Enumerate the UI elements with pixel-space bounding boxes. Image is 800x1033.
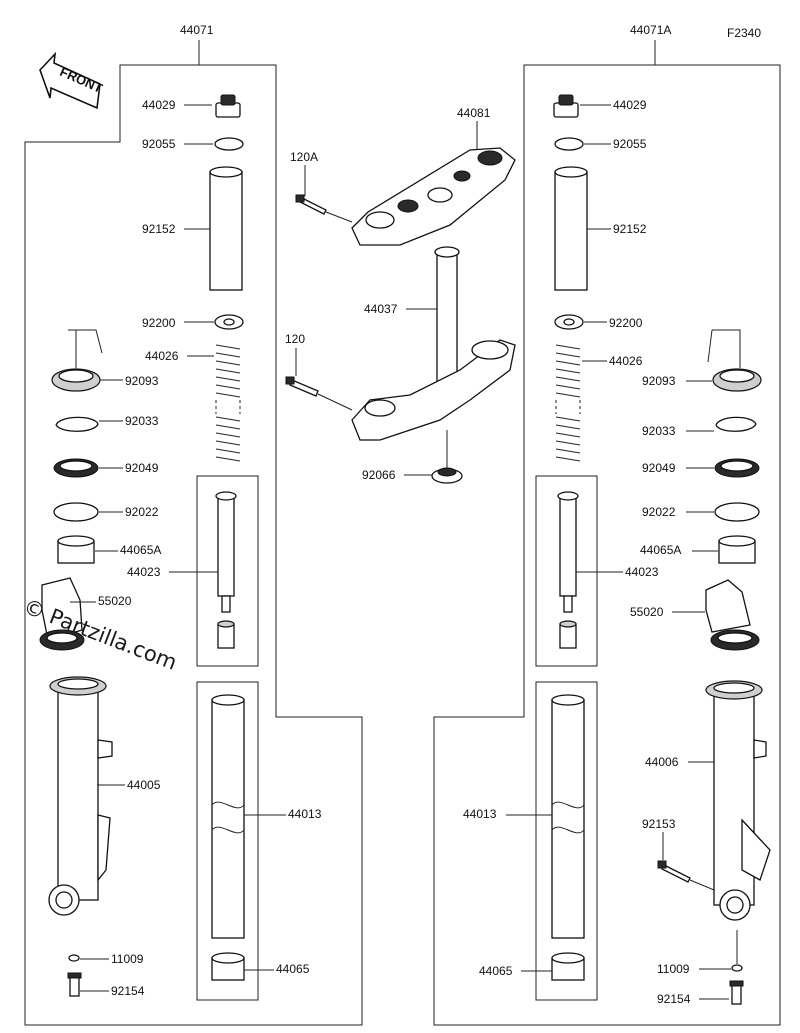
label-44029-left: 44029: [142, 98, 176, 112]
fork-spring-44026-left: [215, 344, 241, 462]
bushing-44065a-right: [718, 535, 756, 564]
label-44065-right: 44065: [479, 964, 513, 978]
left-fork-assembly: 44071 44029 92055 92152 92200 44026: [24, 23, 363, 1026]
cap-bolt-44029-left: [215, 94, 241, 118]
dust-seal-92049-right: [714, 458, 760, 478]
label-92022-left: 92022: [125, 505, 159, 519]
label-92154-left: 92154: [111, 984, 145, 998]
fork-spring-44026-right: [555, 344, 581, 462]
left-assembly-number: 44071: [180, 23, 214, 37]
bushing-44065-right: [551, 952, 585, 981]
label-44013-left: 44013: [288, 807, 322, 821]
label-11009-left: 11009: [111, 952, 144, 966]
circlip-92033-right: [715, 416, 757, 432]
dust-seal-92049-left: [53, 458, 99, 478]
steering-assembly: 44081 120A 44037 120 92: [285, 106, 516, 484]
bolt-92154-left: [67, 972, 82, 997]
label-92022-right: 92022: [642, 505, 676, 519]
circlip-92033-left: [55, 416, 99, 432]
inner-tube-44013-left: [211, 694, 245, 939]
washer-92022-right: [714, 502, 760, 522]
label-44026-left: 44026: [145, 349, 179, 363]
seal-92066: [431, 467, 463, 484]
label-11009-right: 11009: [657, 962, 690, 976]
figure-code: F2340: [727, 26, 761, 40]
label-44023-right: 44023: [625, 565, 659, 579]
label-92049-left: 92049: [125, 461, 159, 475]
washer-11009-right: [731, 964, 743, 972]
label-92055-right: 92055: [613, 137, 647, 151]
spacer-pipe-92152-right: [554, 166, 588, 291]
label-92055-left: 92055: [142, 137, 176, 151]
bolt-92154-right: [729, 980, 744, 1005]
label-92049-right: 92049: [642, 461, 676, 475]
bolt-120: [285, 376, 319, 397]
label-44006-right: 44006: [645, 755, 679, 769]
fork-guard-55020-right: [705, 579, 760, 651]
cap-bolt-44029-right: [553, 94, 579, 118]
label-55020-right: 55020: [630, 605, 664, 619]
o-ring-92055-left: [214, 137, 244, 151]
label-92033-left: 92033: [125, 414, 159, 428]
label-92200-left: 92200: [142, 316, 176, 330]
label-44023-left: 44023: [127, 565, 161, 579]
washer-11009-left: [68, 954, 80, 962]
oil-seal-92093-right: [712, 368, 762, 392]
front-arrow-icon: FRONT: [39, 51, 105, 110]
label-92093-left: 92093: [125, 374, 159, 388]
label-92200-right: 92200: [609, 316, 643, 330]
steering-stem-44037: [351, 246, 516, 441]
oil-seal-92093-left: [51, 368, 101, 392]
label-44029-right: 44029: [613, 98, 647, 112]
upper-bracket-44081: [351, 147, 516, 246]
label-92093-right: 92093: [642, 374, 676, 388]
o-ring-92055-right: [554, 137, 584, 151]
label-44065a-right: 44065A: [640, 543, 681, 557]
spacer-pipe-92152-left: [209, 166, 243, 291]
bolt-120a: [295, 194, 327, 215]
label-92153-right: 92153: [642, 817, 676, 831]
label-92154-right: 92154: [657, 992, 691, 1006]
label-44081: 44081: [457, 106, 491, 120]
right-assembly-number: 44071A: [630, 23, 671, 37]
bushing-44065-left: [211, 952, 245, 981]
label-92033-right: 92033: [642, 424, 676, 438]
label-44065-left: 44065: [276, 962, 310, 976]
right-fork-assembly: 44071A 44029 92055 92152 92200 44026: [433, 23, 781, 1026]
label-55020-left: 55020: [98, 594, 132, 608]
label-92152-right: 92152: [613, 222, 647, 236]
label-44065a-left: 44065A: [120, 543, 161, 557]
washer-92022-left: [53, 502, 99, 522]
label-92066: 92066: [362, 468, 396, 482]
bolt-92153-right: [657, 860, 691, 883]
bushing-44065a-left: [57, 535, 95, 564]
outer-tube-44005-left: [48, 676, 113, 916]
outer-tube-44006-right: [705, 680, 771, 921]
inner-tube-44013-right: [551, 694, 585, 939]
label-92152-left: 92152: [142, 222, 176, 236]
label-44037: 44037: [364, 302, 398, 316]
fork-guard-55020-left: [39, 577, 85, 651]
label-44026-right: 44026: [609, 354, 643, 368]
label-44013-right: 44013: [463, 807, 497, 821]
label-120a: 120A: [290, 150, 318, 164]
label-44005-left: 44005: [127, 778, 161, 792]
cylinder-44023-right: [557, 491, 579, 649]
label-120: 120: [285, 332, 305, 346]
cylinder-44023-left: [215, 491, 237, 649]
